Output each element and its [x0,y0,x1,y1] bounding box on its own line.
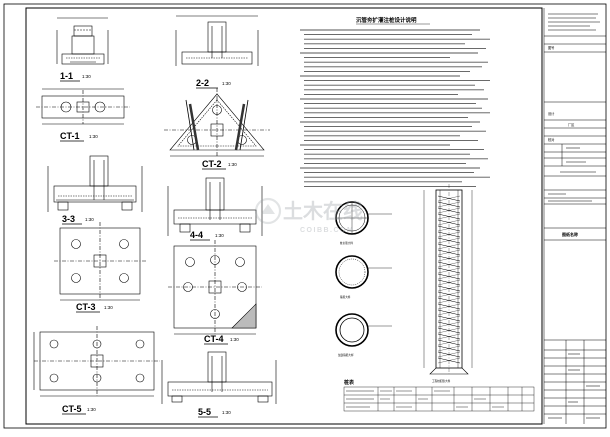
notes-title: 沉管夯扩灌注桩设计说明 [356,16,417,24]
cap-ct3-plan [54,222,146,301]
section-2-2-scale: 1:30 [222,81,231,86]
section-5-5-scale: 1:30 [222,410,231,415]
cap-ct5-label: CT-5 [62,404,82,414]
title-block [543,8,606,424]
title-block-check: 校对 [548,137,555,142]
section-5-5 [161,351,277,404]
pile-detail-label: 工程桩配筋大样 [432,379,451,383]
cap-ct5-scale: 1:30 [87,407,96,412]
rebar-ring-1 [335,201,392,235]
inner-frame [25,7,543,425]
watermark-subtext: COIBB.COM [300,227,354,234]
section-4-4 [167,177,263,236]
notes-text-lines [300,29,490,187]
cap-ct2-plan [164,88,270,157]
section-3-3-scale: 1:30 [85,217,94,222]
rebar-ring-3 [335,313,392,347]
watermark [254,197,282,225]
outer-border [3,3,607,429]
cap-ct3-scale: 1:30 [104,305,113,310]
pile-stirrups [437,195,461,364]
pile-table-title: 桩表 [344,379,355,386]
section-4-4-scale: 1:30 [215,233,224,238]
section-2-2 [175,15,259,66]
section-3-3 [47,155,143,212]
cap-ct1-scale: 1:30 [89,134,98,139]
cap-ct4-scale: 1:30 [230,337,239,342]
rebar-ring-3-label: 加劲箍筋大样 [338,353,354,357]
section-5-5-label: 5-5 [198,407,211,417]
pile-table [343,386,535,412]
cap-ct2-scale: 1:30 [228,162,237,167]
section-1-1-scale: 1:30 [82,74,91,79]
rebar-ring-1-label: 桩主筋大样 [340,241,353,245]
cap-ct5-plan [33,326,160,397]
title-block-factory: 厂区 [568,123,575,127]
cap-ct3-label: CT-3 [76,302,96,312]
watermark-text: 土木在线 [283,199,363,223]
title-block-drawing: 图纸名称 [562,231,578,237]
rebar-ring-2-label: 箍筋大样 [340,295,351,299]
section-1-1 [56,17,109,65]
cap-ct4-plan [168,240,262,335]
title-block-sheet: 图号 [548,45,554,50]
cap-ct4-label: CT-4 [204,334,224,344]
section-2-2-label: 2-2 [196,78,209,88]
section-1-1-label: 1-1 [60,71,73,81]
pile-table-cells [346,390,504,408]
section-4-4-label: 4-4 [190,230,203,240]
cap-ct1-label: CT-1 [60,131,80,141]
title-block-design: 设计 [548,111,555,116]
section-3-3-label: 3-3 [62,214,75,224]
cap-ct2-label: CT-2 [202,159,222,169]
rebar-ring-2 [335,255,392,289]
title-block-fill-text [548,13,600,419]
cap-ct1-plan [36,88,130,125]
